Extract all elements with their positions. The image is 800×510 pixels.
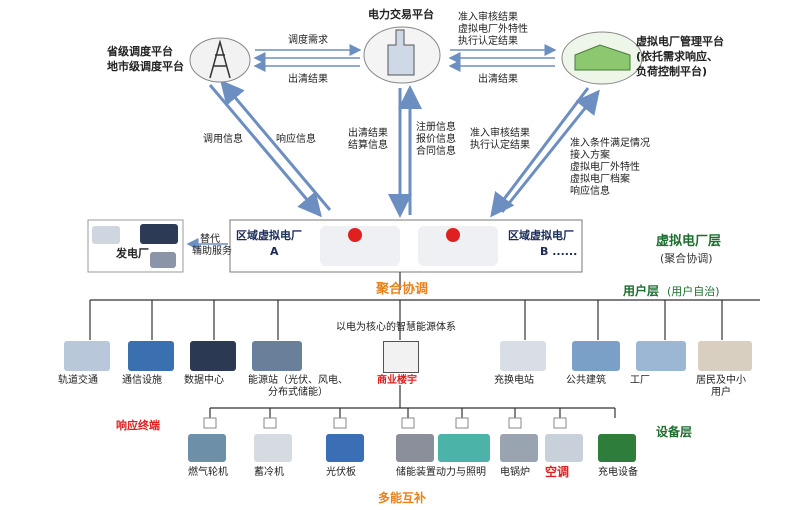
- device-label-5: 动力与照明: [436, 467, 486, 478]
- user-icon-3: [190, 341, 236, 371]
- flow-center-vertical: [388, 85, 422, 218]
- response-terminal-boxes: [203, 417, 567, 429]
- user-icon-9: [698, 341, 752, 371]
- user-layer-subtitle: (用户自治): [667, 285, 720, 298]
- user-label-3: 数据中心: [184, 375, 224, 386]
- user-icon-2: [128, 341, 174, 371]
- device-icon-8: [598, 434, 636, 462]
- regional-vpp-a-label: 区域虚拟电厂: [236, 229, 302, 242]
- replace-service-label: 替代 辅助服务: [192, 234, 232, 257]
- transmission-tower-icon: [209, 39, 231, 79]
- user-label-9: 居民及中小 用户: [696, 375, 746, 398]
- provincial-platform-cloud: [189, 37, 251, 83]
- device-label-3: 光伏板: [326, 467, 356, 478]
- user-layer-title: 用户层: [623, 284, 660, 298]
- user-label-4: 能源站（光伏、风电、 分布式储能）: [248, 375, 348, 398]
- response-info-label: 响应信息: [276, 134, 316, 145]
- device-label-2: 蓄冷机: [254, 467, 284, 478]
- regional-vpp-b-label: 区域虚拟电厂: [508, 229, 574, 242]
- access-mid-label: 准入审核结果 执行认定结果: [470, 128, 530, 151]
- user-tree-lines: [89, 299, 760, 340]
- device-label-8: 充电设备: [598, 467, 638, 478]
- wind-turbine-icon: [92, 226, 120, 244]
- device-label-4: 储能装置: [396, 467, 436, 478]
- flow-left-diagonal: [208, 79, 332, 218]
- user-label-1: 轨道交通: [58, 375, 98, 386]
- user-icon-7: [572, 341, 620, 371]
- device-icon-1: [188, 434, 226, 462]
- access-top-label: 准入审核结果 虚拟电厂外特性 执行认定结果: [458, 12, 528, 47]
- user-icon-5: [383, 341, 419, 373]
- solar-panel-icon: [140, 224, 178, 244]
- clearing-result-right-label: 出清结果: [478, 74, 518, 85]
- flow-right-diagonal: [490, 87, 600, 218]
- aggregation-label: 聚合协调: [376, 282, 429, 297]
- device-icon-6: [500, 434, 538, 462]
- device-icon-7: [545, 434, 583, 462]
- vpp-conditions-label: 准入条件满足情况 接入方案 虚拟电厂外特性 虚拟电厂档案 响应信息: [570, 138, 650, 197]
- vpp-layer-subtitle: (聚合协调): [660, 252, 713, 265]
- device-icon-4: [396, 434, 434, 462]
- user-label-5: 商业楼宇: [377, 375, 417, 386]
- user-icon-6: [500, 341, 546, 371]
- user-label-6: 充换电站: [494, 375, 534, 386]
- provincial-platform-label: 省级调度平台 地市级调度平台: [107, 45, 184, 73]
- user-label-2: 通信设施: [122, 375, 162, 386]
- user-icon-8: [636, 341, 686, 371]
- green-campus-icon: [574, 44, 631, 71]
- regional-vpp-b-suffix: B ......: [540, 245, 578, 258]
- device-icon-3: [326, 434, 364, 462]
- power-plant-label: 发电厂: [116, 247, 149, 260]
- regional-vpp-box: [229, 219, 583, 273]
- clearing-settlement-label: 出清结果 结算信息: [348, 128, 388, 151]
- core-system-label: 以电为核心的智慧能源体系: [336, 322, 456, 333]
- device-icon-5: [438, 434, 490, 462]
- call-info-label: 调用信息: [203, 134, 243, 145]
- device-label-6: 电锅炉: [500, 467, 530, 478]
- registration-label: 注册信息 报价信息 合同信息: [416, 122, 456, 157]
- city-buildings-icon: [387, 29, 415, 76]
- vpp-mgmt-platform-label: 虚拟电厂管理平台 (依托需求响应、 负荷控制平台): [636, 35, 724, 78]
- vpp-layer-title: 虚拟电厂层: [656, 234, 722, 249]
- vpp-a-tower-icon: [348, 228, 362, 242]
- clearing-result-left-label: 出清结果: [288, 74, 328, 85]
- factory-icon: [150, 252, 176, 268]
- user-label-8: 工厂: [630, 375, 650, 386]
- complement-label: 多能互补: [378, 491, 427, 505]
- response-terminal-label: 响应终端: [116, 419, 160, 432]
- vpp-b-tower-icon: [446, 228, 460, 242]
- regional-vpp-a-suffix: A: [270, 245, 279, 258]
- flow-dispatch-demand-arrow: [253, 44, 557, 64]
- device-layer-title: 设备层: [656, 425, 693, 439]
- user-label-7: 公共建筑: [566, 375, 606, 386]
- dispatch-demand-label: 调度需求: [288, 35, 328, 46]
- user-icon-1: [64, 341, 110, 371]
- device-icon-2: [254, 434, 292, 462]
- device-tree-lines: [209, 385, 616, 418]
- user-icon-4: [252, 341, 302, 371]
- trading-platform-label: 电力交易平台: [368, 8, 434, 21]
- device-label-1: 燃气轮机: [188, 467, 228, 478]
- device-label-7: 空调: [545, 465, 570, 479]
